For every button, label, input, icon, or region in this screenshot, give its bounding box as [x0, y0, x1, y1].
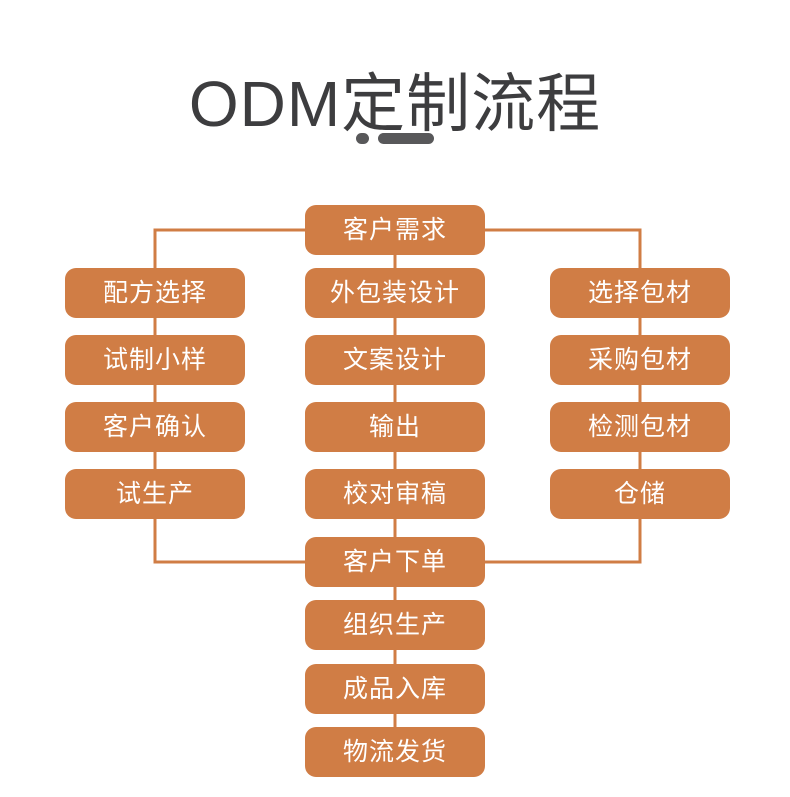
title-decoration: [0, 131, 790, 145]
node-customer-order[interactable]: 客户下单: [305, 537, 485, 587]
node-proofreading-review[interactable]: 校对审稿: [305, 469, 485, 519]
node-trial-sample[interactable]: 试制小样: [65, 335, 245, 385]
node-output[interactable]: 输出: [305, 402, 485, 452]
page-title: ODM定制流程: [188, 67, 602, 140]
node-finished-goods-storage[interactable]: 成品入库: [305, 664, 485, 714]
node-select-packaging[interactable]: 选择包材: [550, 268, 730, 318]
node-warehousing[interactable]: 仓储: [550, 469, 730, 519]
node-copywriting-design[interactable]: 文案设计: [305, 335, 485, 385]
node-customer-requirement[interactable]: 客户需求: [305, 205, 485, 255]
edge-n5-n14: [153, 519, 305, 564]
decorative-dot-icon: [356, 132, 369, 144]
edge-n1-n2: [153, 228, 305, 268]
node-outer-packaging-design[interactable]: 外包装设计: [305, 268, 485, 318]
node-customer-confirmation[interactable]: 客户确认: [65, 402, 245, 452]
node-inspect-packaging[interactable]: 检测包材: [550, 402, 730, 452]
node-trial-production[interactable]: 试生产: [65, 469, 245, 519]
node-organize-production[interactable]: 组织生产: [305, 600, 485, 650]
edge-n1-n10: [485, 228, 642, 268]
edge-n13-n14: [485, 519, 642, 564]
node-purchase-packaging[interactable]: 采购包材: [550, 335, 730, 385]
decorative-dash-icon: [378, 132, 434, 144]
node-formula-selection[interactable]: 配方选择: [65, 268, 245, 318]
node-logistics-shipment[interactable]: 物流发货: [305, 727, 485, 777]
